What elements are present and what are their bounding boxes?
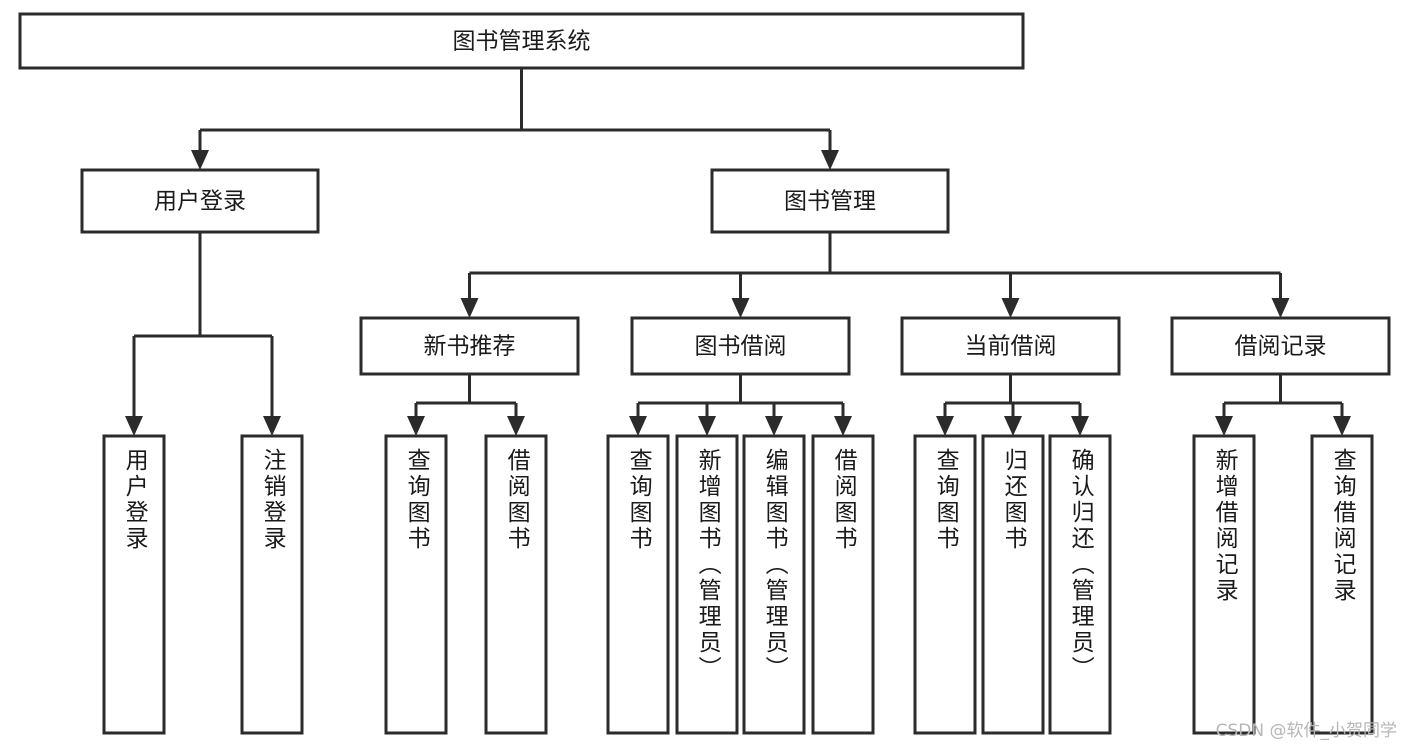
arrow-head-icon [125, 416, 143, 436]
node-box[interactable] [981, 434, 1045, 735]
arrow-head-icon [407, 416, 425, 436]
node-user-login[interactable]: 用户登录 [80, 168, 320, 234]
node-box[interactable] [1192, 434, 1256, 735]
node-box[interactable] [900, 316, 1121, 376]
arrow-head-icon [1215, 416, 1233, 436]
watermark-text: CSDN @软件_小贺同学 [1215, 721, 1397, 741]
node-leaf-current-return-book[interactable] [981, 434, 1045, 735]
node-leaf-record-query[interactable] [1310, 434, 1374, 735]
node-box[interactable] [811, 434, 875, 735]
node-box[interactable] [1170, 316, 1391, 376]
arrow-head-icon [731, 298, 750, 318]
node-box[interactable] [1048, 434, 1112, 735]
node-label: 新书推荐 [424, 334, 516, 360]
node-box[interactable] [742, 434, 806, 735]
node-box[interactable] [359, 316, 580, 376]
node-label: 当前借阅 [965, 334, 1057, 360]
node-leaf-borrow-add-book[interactable] [675, 434, 739, 735]
arrow-head-icon [1001, 298, 1020, 318]
node-book-borrow[interactable]: 图书借阅 [630, 316, 851, 376]
node-box[interactable] [18, 12, 1025, 70]
node-leaf-user-logout[interactable] [240, 434, 304, 735]
arrow-head-icon [821, 150, 839, 170]
arrow-head-icon [460, 298, 479, 318]
node-borrow-record[interactable]: 借阅记录 [1170, 316, 1391, 376]
node-box[interactable] [630, 316, 851, 376]
node-leaf-rec-borrow-book[interactable] [484, 434, 548, 735]
node-label: 图书管理系统 [453, 29, 591, 55]
node-box[interactable] [1310, 434, 1374, 735]
node-leaf-borrow-query-book[interactable] [606, 434, 670, 735]
node-box[interactable] [80, 168, 320, 234]
node-label: 图书管理 [784, 189, 876, 215]
node-leaf-record-add[interactable] [1192, 434, 1256, 735]
node-box[interactable] [710, 168, 950, 234]
node-leaf-borrow-borrow-book[interactable] [811, 434, 875, 735]
arrow-head-icon [765, 416, 783, 436]
node-leaf-current-query-book[interactable] [913, 434, 977, 735]
node-label: 用户登录 [154, 189, 246, 215]
arrow-head-icon [1271, 298, 1290, 318]
node-box[interactable] [484, 434, 548, 735]
arrow-head-icon [507, 416, 525, 436]
node-box[interactable] [913, 434, 977, 735]
arrow-head-icon [1004, 416, 1022, 436]
node-root[interactable]: 图书管理系统 [18, 12, 1025, 70]
node-leaf-borrow-edit-book[interactable] [742, 434, 806, 735]
node-leaf-user-login[interactable] [102, 434, 166, 735]
arrow-head-icon [1071, 416, 1089, 436]
arrow-head-icon [1333, 416, 1351, 436]
node-book-manage[interactable]: 图书管理 [710, 168, 950, 234]
arrow-head-icon [629, 416, 647, 436]
node-box[interactable] [675, 434, 739, 735]
node-leaf-current-confirm-return[interactable] [1048, 434, 1112, 735]
arrow-head-icon [834, 416, 852, 436]
node-new-book-rec[interactable]: 新书推荐 [359, 316, 580, 376]
node-box[interactable] [384, 434, 448, 735]
node-box[interactable] [102, 434, 166, 735]
node-box[interactable] [240, 434, 304, 735]
node-box[interactable] [606, 434, 670, 735]
node-label: 图书借阅 [695, 334, 787, 360]
node-label: 借阅记录 [1235, 334, 1327, 360]
arrow-head-icon [698, 416, 716, 436]
arrow-head-icon [191, 150, 209, 170]
arrow-head-icon [263, 416, 281, 436]
node-current-borrow[interactable]: 当前借阅 [900, 316, 1121, 376]
connector-layer [125, 68, 1351, 436]
node-leaf-rec-query-book[interactable] [384, 434, 448, 735]
arrow-head-icon [936, 416, 954, 436]
